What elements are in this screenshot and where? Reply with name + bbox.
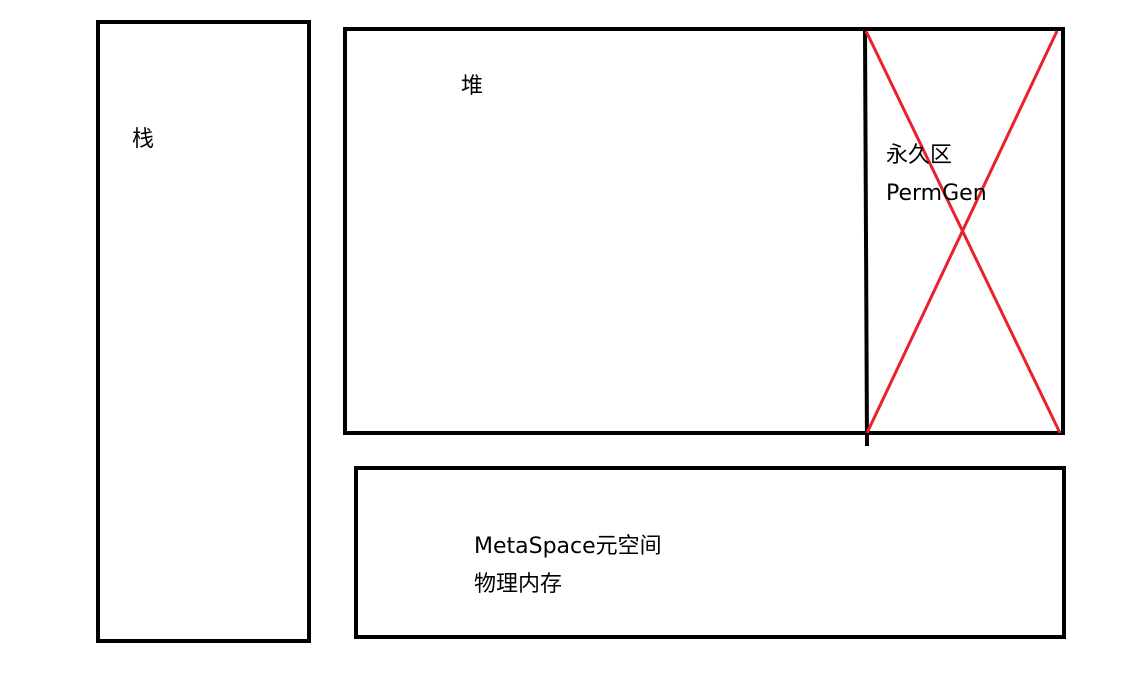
metaspace-label: MetaSpace元空间 物理内存 bbox=[474, 528, 662, 604]
permgen-label: 永久区 PermGen bbox=[886, 137, 987, 213]
heap-region bbox=[343, 27, 1065, 435]
metaspace-region bbox=[354, 466, 1066, 639]
metaspace-label-line2: 物理内存 bbox=[474, 572, 563, 597]
metaspace-label-line1: MetaSpace元空间 bbox=[474, 534, 662, 559]
heap-label: 堆 bbox=[461, 74, 484, 99]
stack-label: 栈 bbox=[132, 127, 155, 152]
permgen-label-cn: 永久区 bbox=[886, 143, 953, 168]
stack-region bbox=[96, 20, 311, 643]
permgen-label-en: PermGen bbox=[886, 181, 987, 206]
